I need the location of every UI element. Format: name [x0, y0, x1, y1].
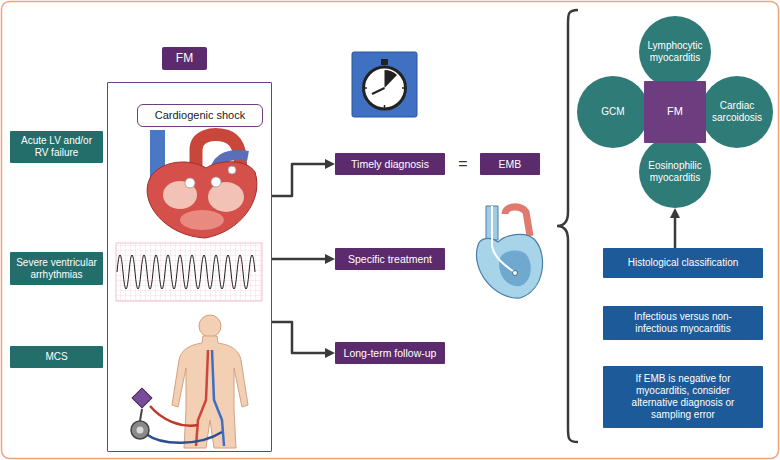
node-label: Long-term follow-up: [344, 347, 437, 360]
node-label: Cardiogenic shock: [155, 109, 246, 122]
stopwatch-wedge: [385, 70, 398, 88]
info-box: Infectious versus non-infectious myocard…: [603, 306, 763, 340]
step-box: Specific treatment: [335, 248, 445, 270]
label-text: =: [458, 155, 467, 173]
node-label: Acute LV and/or RV failure: [14, 135, 99, 159]
node-label: If EMB is negative for myocarditis, cons…: [617, 373, 749, 421]
stopwatch-crown: [381, 59, 388, 65]
flow-arrow: [674, 215, 677, 248]
node-label: Eosinophilic myocarditis: [645, 160, 705, 184]
flow-arrow: [272, 164, 328, 196]
info-box: If EMB is negative for myocarditis, cons…: [603, 366, 763, 428]
stopwatch-icon: [352, 52, 417, 117]
type-circle: Eosinophilic myocarditis: [639, 136, 711, 208]
artery: [196, 350, 208, 446]
node-label: Cardiac sarcoidosis: [707, 100, 767, 124]
venous-cannula: [146, 432, 222, 443]
node-label: Histological classification: [628, 257, 739, 269]
circuit-tube: [140, 409, 142, 421]
vein: [212, 350, 224, 446]
aorta: [505, 207, 530, 236]
ecg-strip: [116, 243, 262, 301]
presentation-box: Acute LV and/or RV failure: [10, 131, 103, 163]
heart-chamber: [180, 210, 224, 230]
bioptome-tip: [513, 271, 518, 276]
node-label: Severe ventricular arrhythmias: [13, 257, 100, 281]
type-circle: GCM: [577, 76, 649, 148]
node-label: Lymphocytic myocarditis: [645, 40, 705, 64]
center-square: FM: [644, 81, 706, 143]
stopwatch-tick: [402, 87, 405, 89]
type-circle: Cardiac sarcoidosis: [701, 76, 773, 148]
heart-valve: [185, 178, 195, 188]
ecg-waveform: [117, 255, 255, 289]
step-box: Timely diagnosis: [335, 153, 445, 175]
body-head: [199, 315, 221, 337]
info-box: Histological classification: [603, 248, 763, 278]
pump: [131, 421, 149, 439]
heart-body: [476, 234, 542, 298]
presentation-box: MCS: [10, 346, 103, 368]
step-box: Long-term follow-up: [335, 342, 445, 364]
oxygenator: [132, 388, 152, 408]
ecg-grid: [116, 243, 262, 301]
mcs-illustration: [131, 315, 248, 448]
type-circle: Lymphocytic myocarditis: [639, 16, 711, 88]
heart-valve: [211, 177, 221, 187]
pump-hub: [137, 427, 144, 434]
stopwatch-tick: [384, 105, 386, 108]
heart-illustration: [147, 130, 257, 238]
heart-body: [147, 162, 257, 238]
flow-arrow: [272, 258, 328, 261]
group-heading: FM: [162, 47, 207, 70]
icon-background: [352, 52, 417, 117]
heart-valve: [228, 166, 236, 174]
node-label: Specific treatment: [348, 253, 432, 266]
procedure-box: EMB: [480, 153, 540, 175]
node-label: FM: [667, 105, 683, 118]
stopwatch-hand: [372, 88, 385, 94]
presentation-box: Severe ventricular arrhythmias: [10, 252, 103, 285]
bioptome-catheter: [492, 206, 514, 272]
group-frame: FMCardiogenic shock: [107, 82, 272, 452]
curly-brace: [557, 10, 578, 442]
arterial-cannula: [150, 406, 198, 426]
node-label: Timely diagnosis: [351, 158, 429, 171]
node-label: GCM: [601, 106, 624, 118]
node-label: MCS: [45, 351, 67, 363]
node-label: EMB: [499, 158, 522, 171]
condition-box: Cardiogenic shock: [137, 104, 263, 127]
stopwatch-face: [364, 67, 406, 109]
biopsy-heart-illustration: [476, 206, 542, 298]
equals-sign: =: [451, 152, 475, 176]
ventricle: [499, 251, 531, 287]
node-label: Infectious versus non-infectious myocard…: [617, 311, 749, 335]
flow-arrow: [272, 322, 328, 353]
body-silhouette: [172, 336, 248, 448]
stopwatch-tick: [364, 87, 367, 89]
